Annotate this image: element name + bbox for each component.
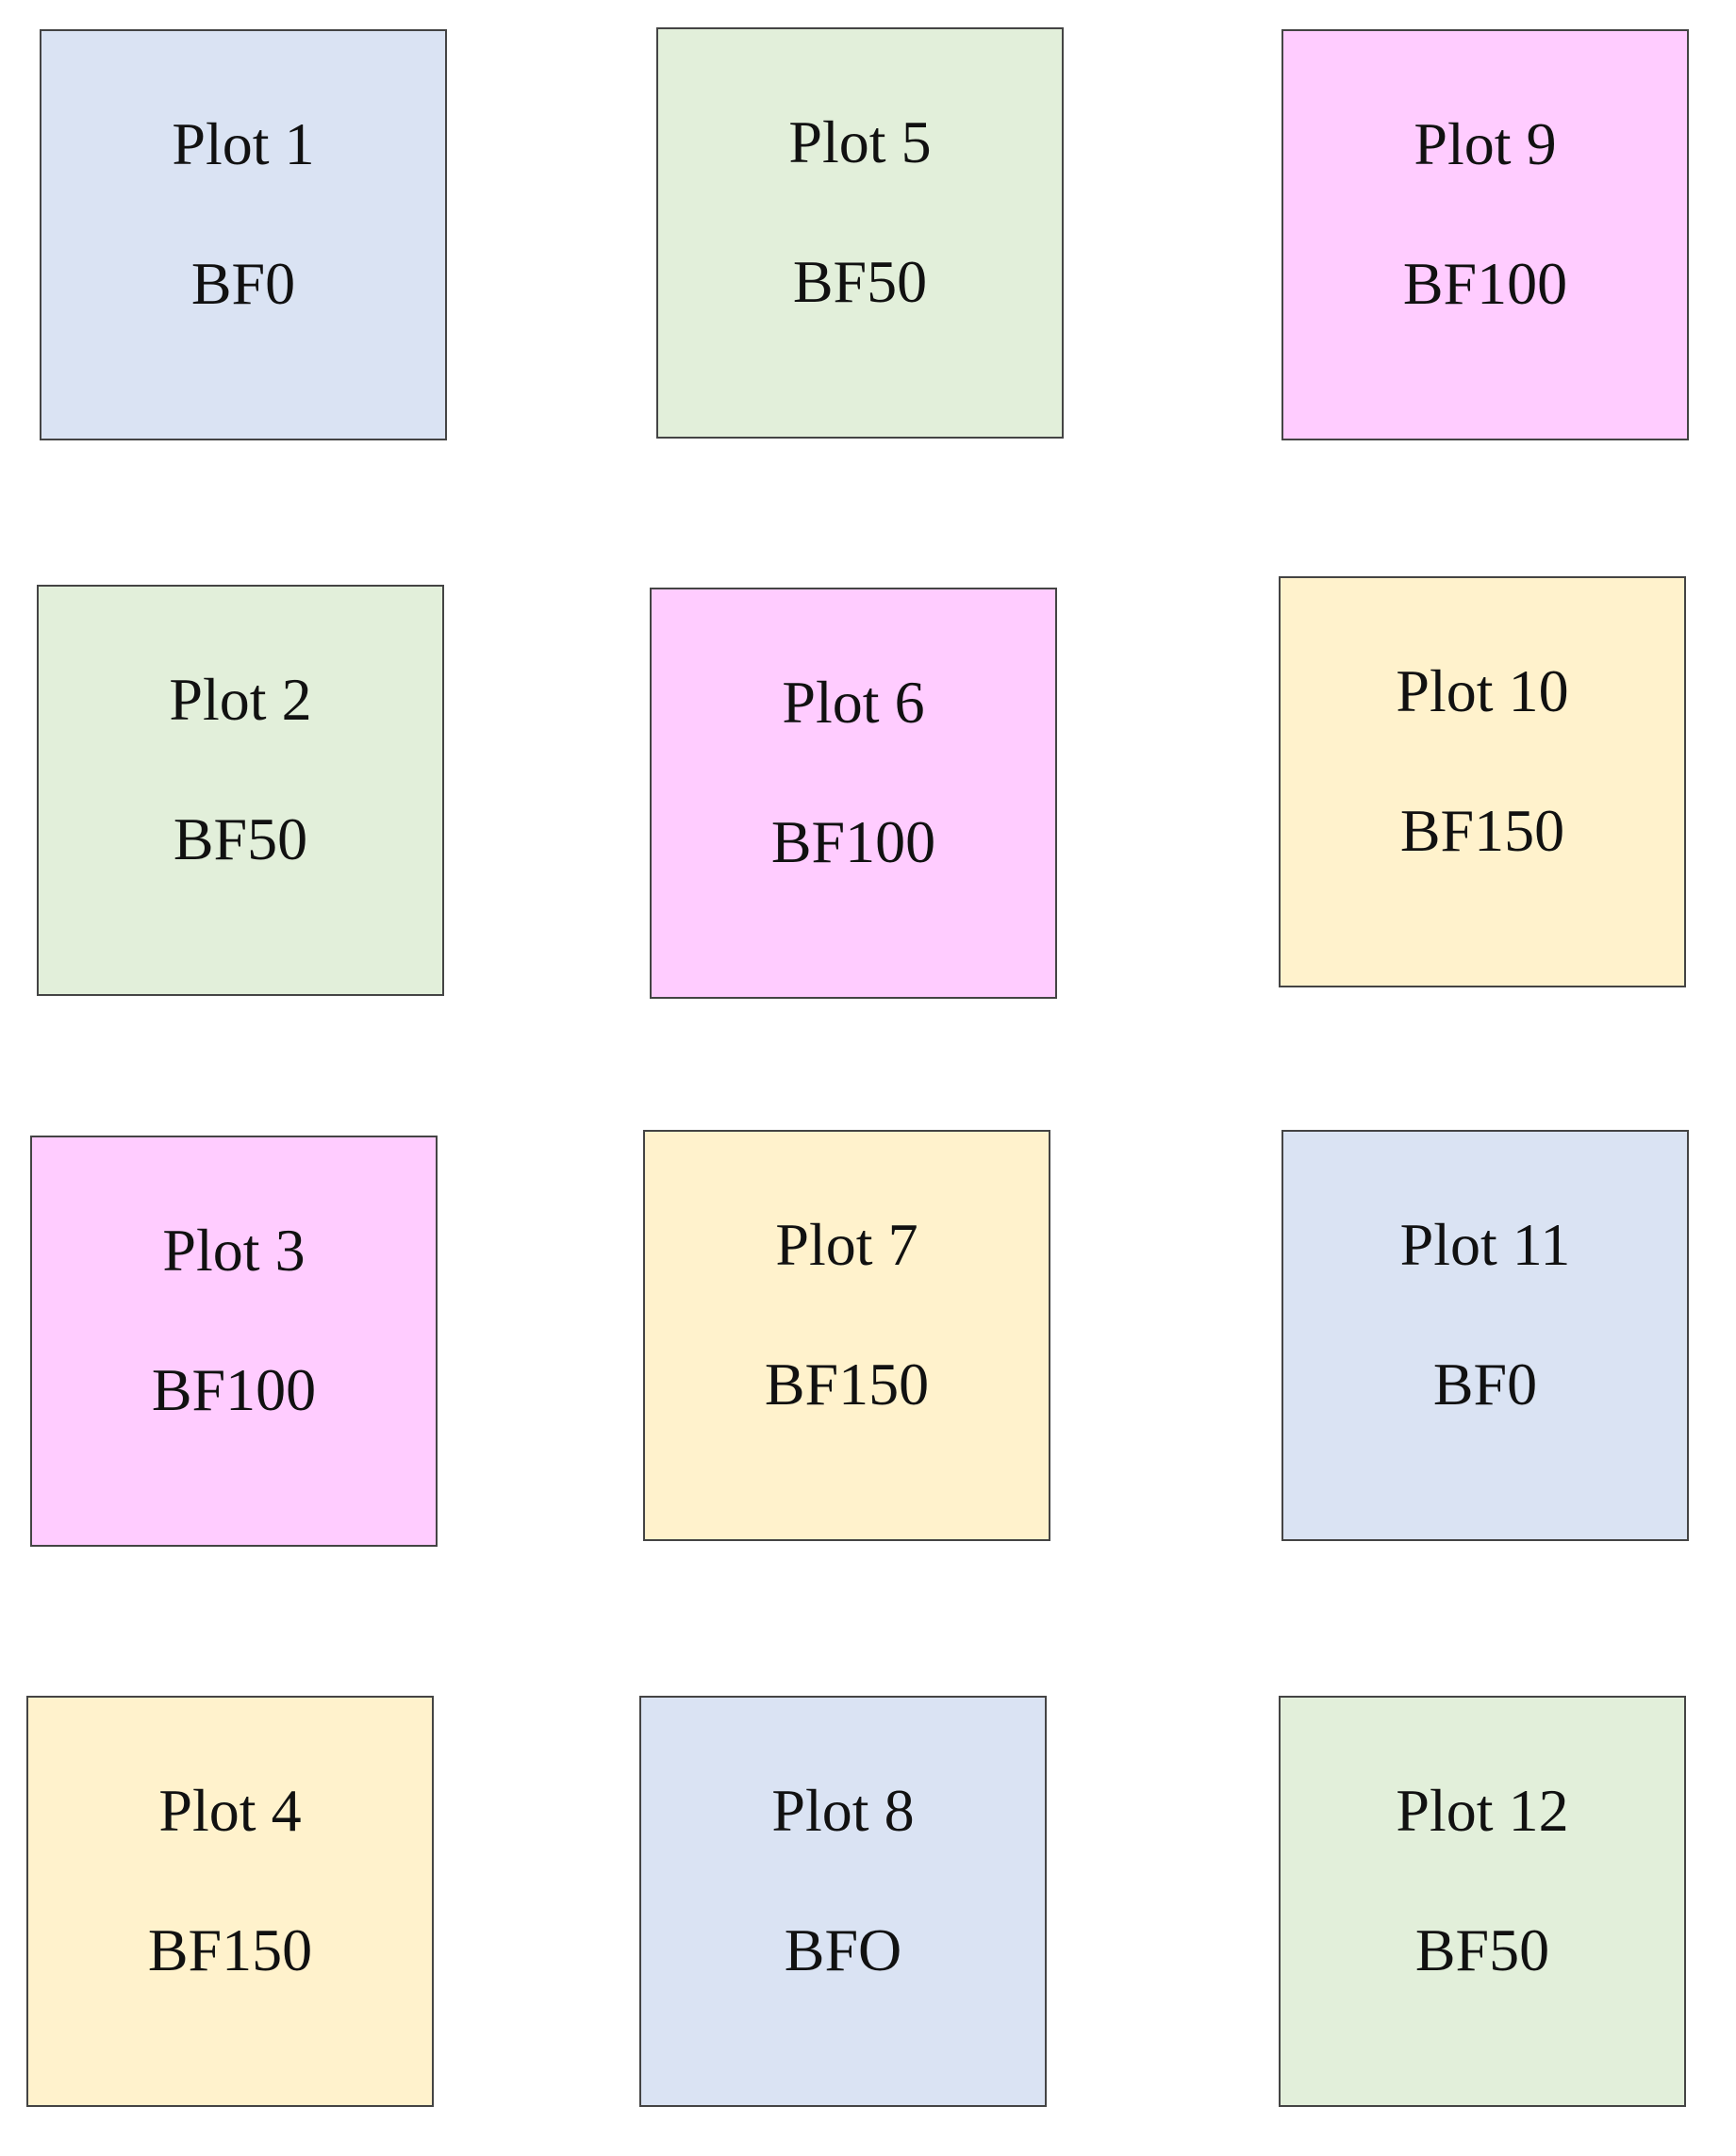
plot-1-treatment: BF0	[190, 250, 296, 317]
plot-12-treatment: BF50	[1414, 1916, 1550, 1983]
plot-7-box: Plot 7 BF150	[643, 1130, 1050, 1541]
plot-6-treatment: BF100	[770, 808, 936, 875]
plot-5-treatment: BF50	[792, 248, 928, 315]
plot-7-treatment: BF150	[764, 1351, 930, 1418]
plot-12-box: Plot 12 BF50	[1279, 1696, 1686, 2107]
plot-4-box: Plot 4 BF150	[26, 1696, 434, 2107]
plot-9-name: Plot 9	[1414, 110, 1557, 177]
plot-9-treatment: BF100	[1402, 250, 1568, 317]
plot-7-name: Plot 7	[775, 1211, 918, 1278]
plot-10-treatment: BF150	[1399, 797, 1565, 864]
plot-11-box: Plot 11 BF0	[1281, 1130, 1689, 1541]
plot-9-box: Plot 9 BF100	[1281, 29, 1689, 440]
plot-3-treatment: BF100	[151, 1356, 317, 1423]
plot-8-box: Plot 8 BFO	[639, 1696, 1047, 2107]
plot-11-name: Plot 11	[1399, 1211, 1571, 1278]
plot-10-box: Plot 10 BF150	[1279, 576, 1686, 987]
plot-5-name: Plot 5	[788, 108, 932, 175]
plot-1-name: Plot 1	[172, 110, 315, 177]
plot-3-box: Plot 3 BF100	[30, 1136, 438, 1547]
plot-11-treatment: BF0	[1432, 1351, 1538, 1418]
plot-8-treatment: BFO	[784, 1916, 902, 1983]
plot-1-box: Plot 1 BF0	[40, 29, 447, 440]
plot-6-box: Plot 6 BF100	[650, 588, 1057, 999]
plot-2-box: Plot 2 BF50	[37, 585, 444, 996]
plot-8-name: Plot 8	[771, 1777, 915, 1844]
plot-6-name: Plot 6	[782, 669, 925, 736]
plot-12-name: Plot 12	[1396, 1777, 1569, 1844]
plot-10-name: Plot 10	[1396, 657, 1569, 724]
plot-2-name: Plot 2	[169, 666, 312, 733]
plot-5-box: Plot 5 BF50	[656, 27, 1064, 439]
plot-2-treatment: BF50	[173, 805, 308, 872]
plot-4-name: Plot 4	[158, 1777, 302, 1844]
plot-3-name: Plot 3	[162, 1217, 306, 1284]
plot-4-treatment: BF150	[147, 1916, 313, 1983]
